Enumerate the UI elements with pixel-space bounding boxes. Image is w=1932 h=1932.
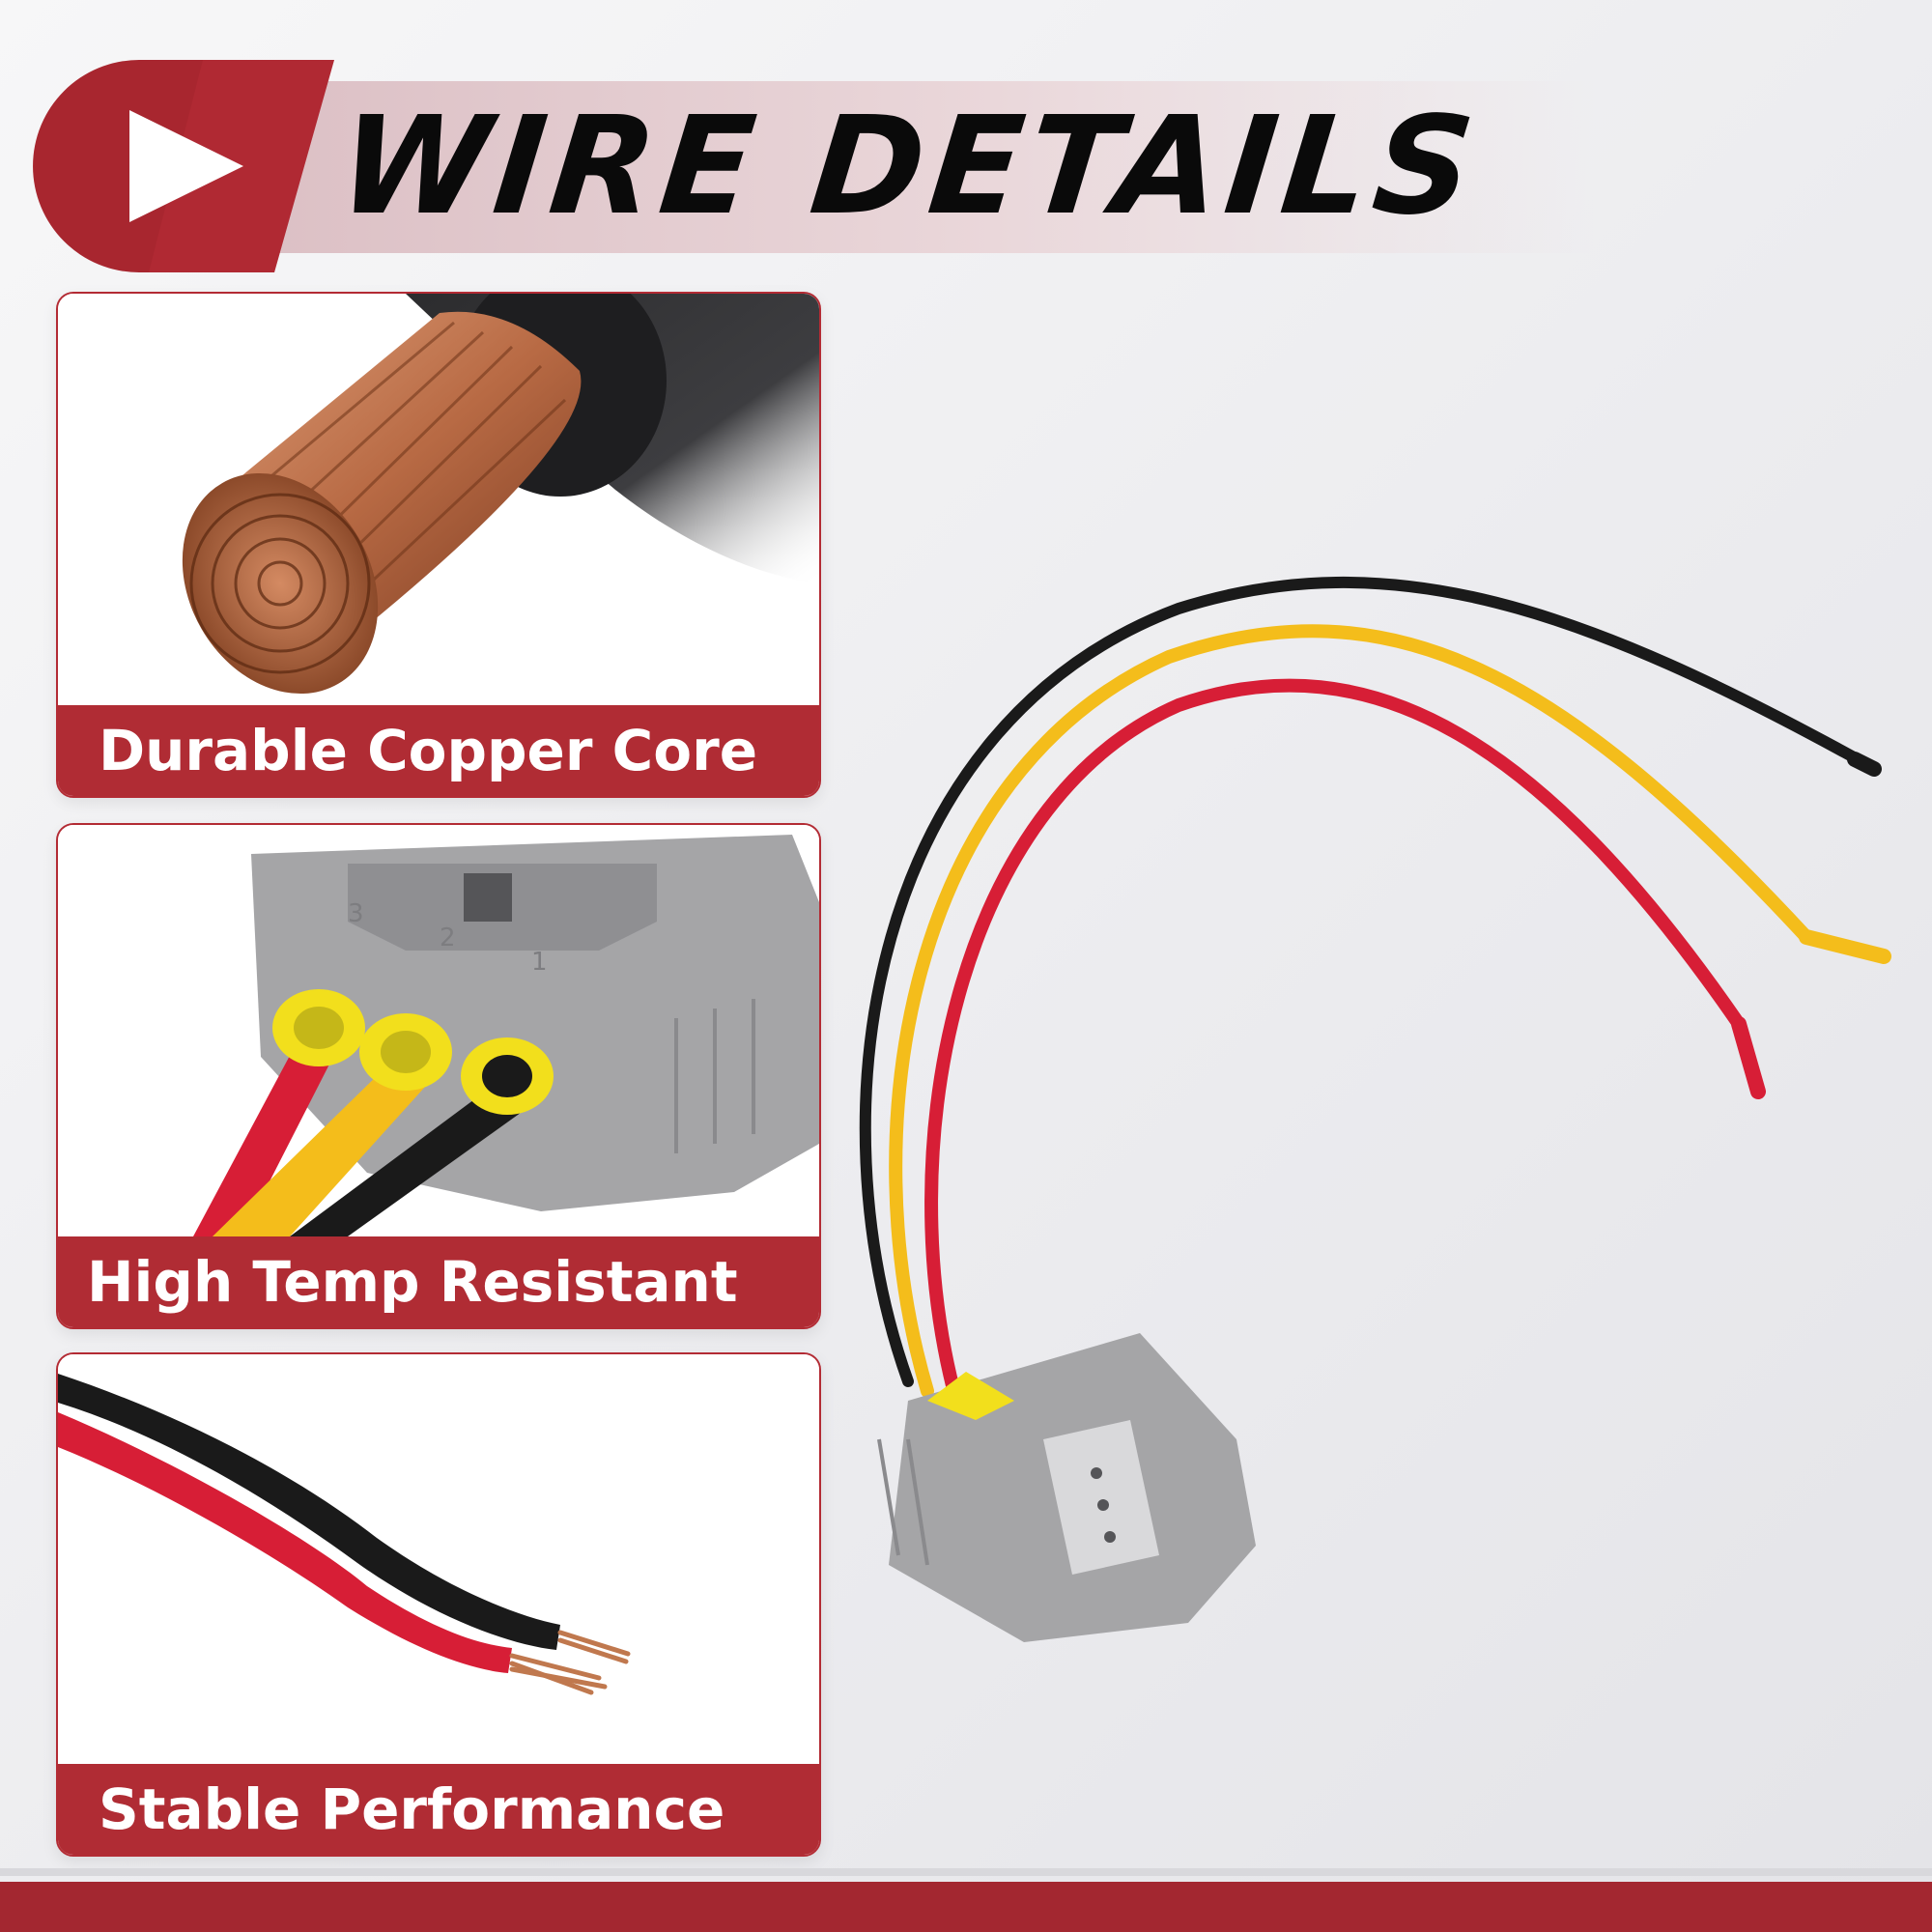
page-title: WIRE DETAILS [331,88,1487,245]
feature-card-high-temp: 3 2 1 High Temp Resistant [56,823,821,1329]
footer-divider [0,1868,1932,1876]
play-icon [129,110,243,222]
feature-card-stable-performance: Stable Performance [56,1352,821,1857]
pigtail-connector-image [859,576,1891,1642]
pin-label-2: 2 [440,923,456,952]
footer-bar [0,1882,1932,1932]
stripped-wires-image [58,1354,819,1766]
header-badge [33,60,334,272]
feature-caption: Durable Copper Core [58,705,819,796]
feature-caption: Stable Performance [58,1764,819,1855]
feature-caption: High Temp Resistant [58,1236,819,1327]
pin-label-1: 1 [531,948,548,977]
connector-closeup-image: 3 2 1 [58,825,819,1236]
pin-label-3: 3 [348,899,364,928]
copper-core-image [58,294,819,705]
header-strip [261,81,1594,253]
feature-card-copper-core: Durable Copper Core [56,292,821,798]
